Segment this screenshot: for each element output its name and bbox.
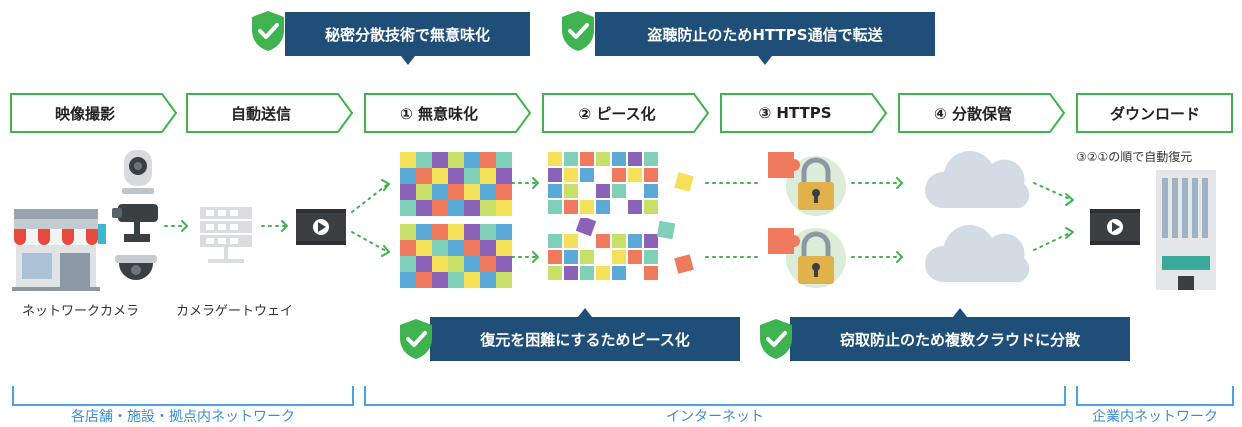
step-label: ダウンロード — [1109, 104, 1200, 123]
step-meaningless: ① 無意味化 — [364, 93, 532, 133]
video-player-icon — [296, 209, 346, 245]
label-corporate-network: 企業内ネットワーク — [1092, 409, 1218, 425]
callout-secret-sharing-text: 秘密分散技術で無意味化 — [324, 25, 490, 44]
callout-piece: 復元を困難にするためピース化 — [430, 308, 740, 361]
bullet-camera-icon — [112, 204, 158, 242]
callout-multi-cloud: 窃取防止のため複数クラウドに分散 — [790, 308, 1130, 361]
callout-https-text: 盗聴防止のためHTTPS通信で転送 — [647, 25, 883, 44]
bracket-local-network — [12, 386, 354, 406]
step-label: 映像撮影 — [54, 104, 115, 123]
step-label: 自動送信 — [230, 104, 291, 123]
video-player-icon — [1090, 209, 1140, 245]
bracket-corporate-network — [1076, 386, 1234, 406]
step-download: ダウンロード — [1076, 93, 1234, 133]
label-local-network: 各店舗・施設・拠点内ネットワーク — [71, 409, 295, 425]
step-https: ③ HTTPS — [720, 93, 888, 133]
restore-caption: ③②①の順で自動復元 — [1076, 150, 1193, 164]
cloud-icon-bottom — [924, 225, 1030, 282]
step-label: ④ 分散保管 — [934, 104, 1012, 123]
ceiling-camera-icon — [115, 255, 157, 280]
dome-camera-icon — [122, 150, 154, 194]
office-building-icon — [1156, 170, 1216, 290]
step-piece: ② ピース化 — [542, 93, 710, 133]
shield-check-icon — [252, 11, 284, 51]
store-icon — [12, 209, 100, 291]
step-label: ① 無意味化 — [400, 104, 478, 123]
shield-check-icon — [562, 11, 594, 51]
label-internet: インターネット — [666, 409, 764, 425]
mosaic-block-top — [400, 152, 512, 216]
step-auto-send: 自動送信 — [186, 93, 354, 133]
step-label: ③ HTTPS — [758, 104, 832, 122]
step-distributed-storage: ④ 分散保管 — [898, 93, 1066, 133]
lock-puzzle-icon-bottom — [768, 228, 846, 288]
mosaic-block-bottom — [400, 224, 512, 288]
bracket-internet — [364, 386, 1066, 406]
callout-https: 盗聴防止のためHTTPS通信で転送 — [595, 12, 935, 65]
puzzle-block-bottom — [548, 218, 694, 280]
step-video-capture: 映像撮影 — [10, 93, 178, 133]
puzzle-block-top — [548, 152, 694, 214]
gateway-server-icon — [200, 207, 252, 263]
gateway-caption: カメラゲートウェイ — [176, 304, 294, 319]
camera-connector — [98, 224, 106, 244]
step-label: ② ピース化 — [578, 104, 656, 123]
shield-check-icon — [760, 319, 792, 359]
shield-check-icon — [400, 319, 432, 359]
callout-secret-sharing: 秘密分散技術で無意味化 — [285, 12, 530, 65]
callout-piece-text: 復元を困難にするためピース化 — [480, 330, 690, 349]
cloud-icon-top — [924, 151, 1030, 208]
callout-multi-cloud-text: 窃取防止のため複数クラウドに分散 — [839, 330, 1080, 349]
camera-caption: ネットワークカメラ — [22, 304, 140, 319]
lock-puzzle-icon-top — [768, 152, 846, 216]
